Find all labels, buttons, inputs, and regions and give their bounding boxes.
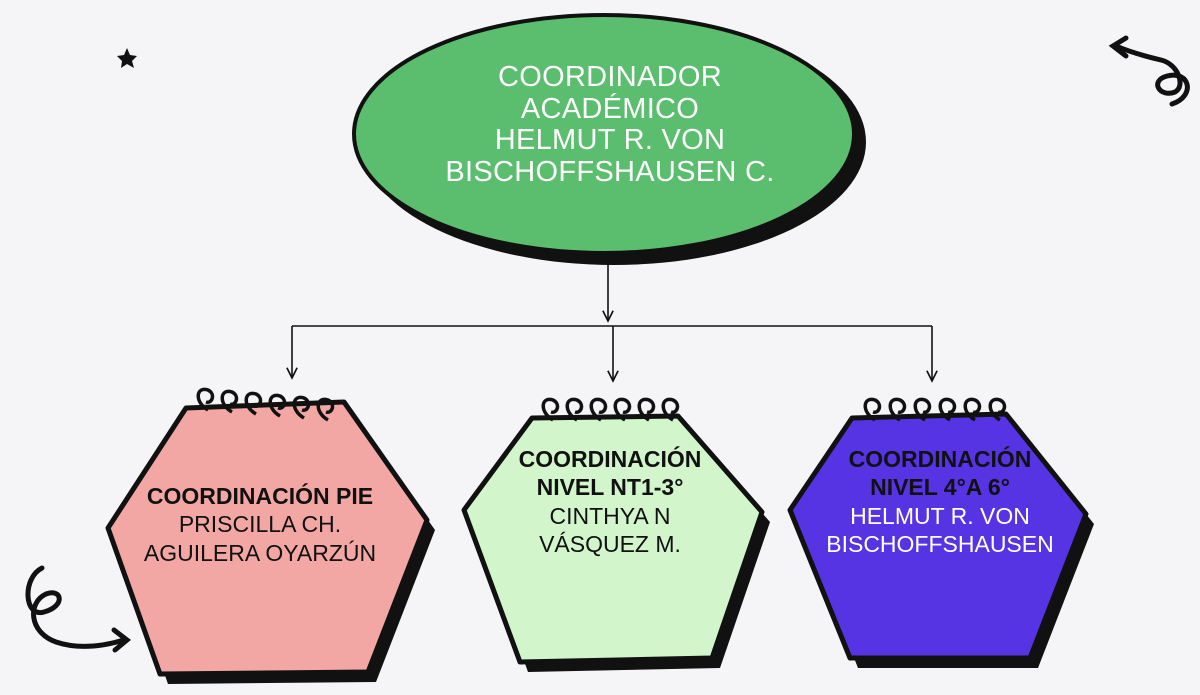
root-line-3: HELMUT R. VON [494,124,726,157]
nt1-3-node-label: COORDINACIÓN NIVEL NT1-3° CINTHYA N VÁSQ… [470,445,750,558]
pie-name-line-1: PRISCILLA CH. [178,511,342,538]
star-icon [117,48,137,68]
root-node [352,13,856,255]
root-line-2: ACADÉMICO [520,92,700,125]
nt1-3-title-line-1: COORDINACIÓN [518,446,702,472]
spiral-arrow-top-right-icon [1108,35,1190,107]
child-node-4-a-6 [787,397,1094,668]
child-node-nt1-3 [461,397,770,672]
connectors [292,262,932,381]
4-a-6-name-line-1: HELMUT R. VON [850,502,1030,529]
spiral-binding-icon [541,397,680,422]
child-node-pie [105,387,435,684]
4-a-6-title-line-2: NIVEL 4°A 6° [870,474,1010,501]
spiral-binding-icon [863,397,1007,422]
4-a-6-title-line-1: COORDINACIÓN [848,446,1032,472]
4-a-6-name-line-2: BISCHOFFSHAUSEN [826,530,1054,557]
nt1-3-name-line-1: CINTHYA N [549,502,671,529]
root-line-4: BISCHOFFSHAUSEN C. [445,155,775,188]
nt1-3-name-line-2: VÁSQUEZ M. [539,530,681,557]
pie-title: COORDINACIÓN PIE [146,483,374,509]
root-node-label: COORDINADOR ACADÉMICO HELMUT R. VON BISC… [380,61,840,188]
spiral-binding-icon [196,387,335,422]
spiral-arrow-bottom-left-icon [25,565,131,653]
4-a-6-node-label: COORDINACIÓN NIVEL 4°A 6° HELMUT R. VON … [795,445,1085,558]
root-line-1: COORDINADOR [497,61,723,93]
pie-name-line-2: AGUILERA OYARZÚN [143,539,377,566]
nt1-3-title-line-2: NIVEL NT1-3° [536,474,684,501]
pie-node-label: COORDINACIÓN PIE PRISCILLA CH. AGUILERA … [110,482,410,567]
